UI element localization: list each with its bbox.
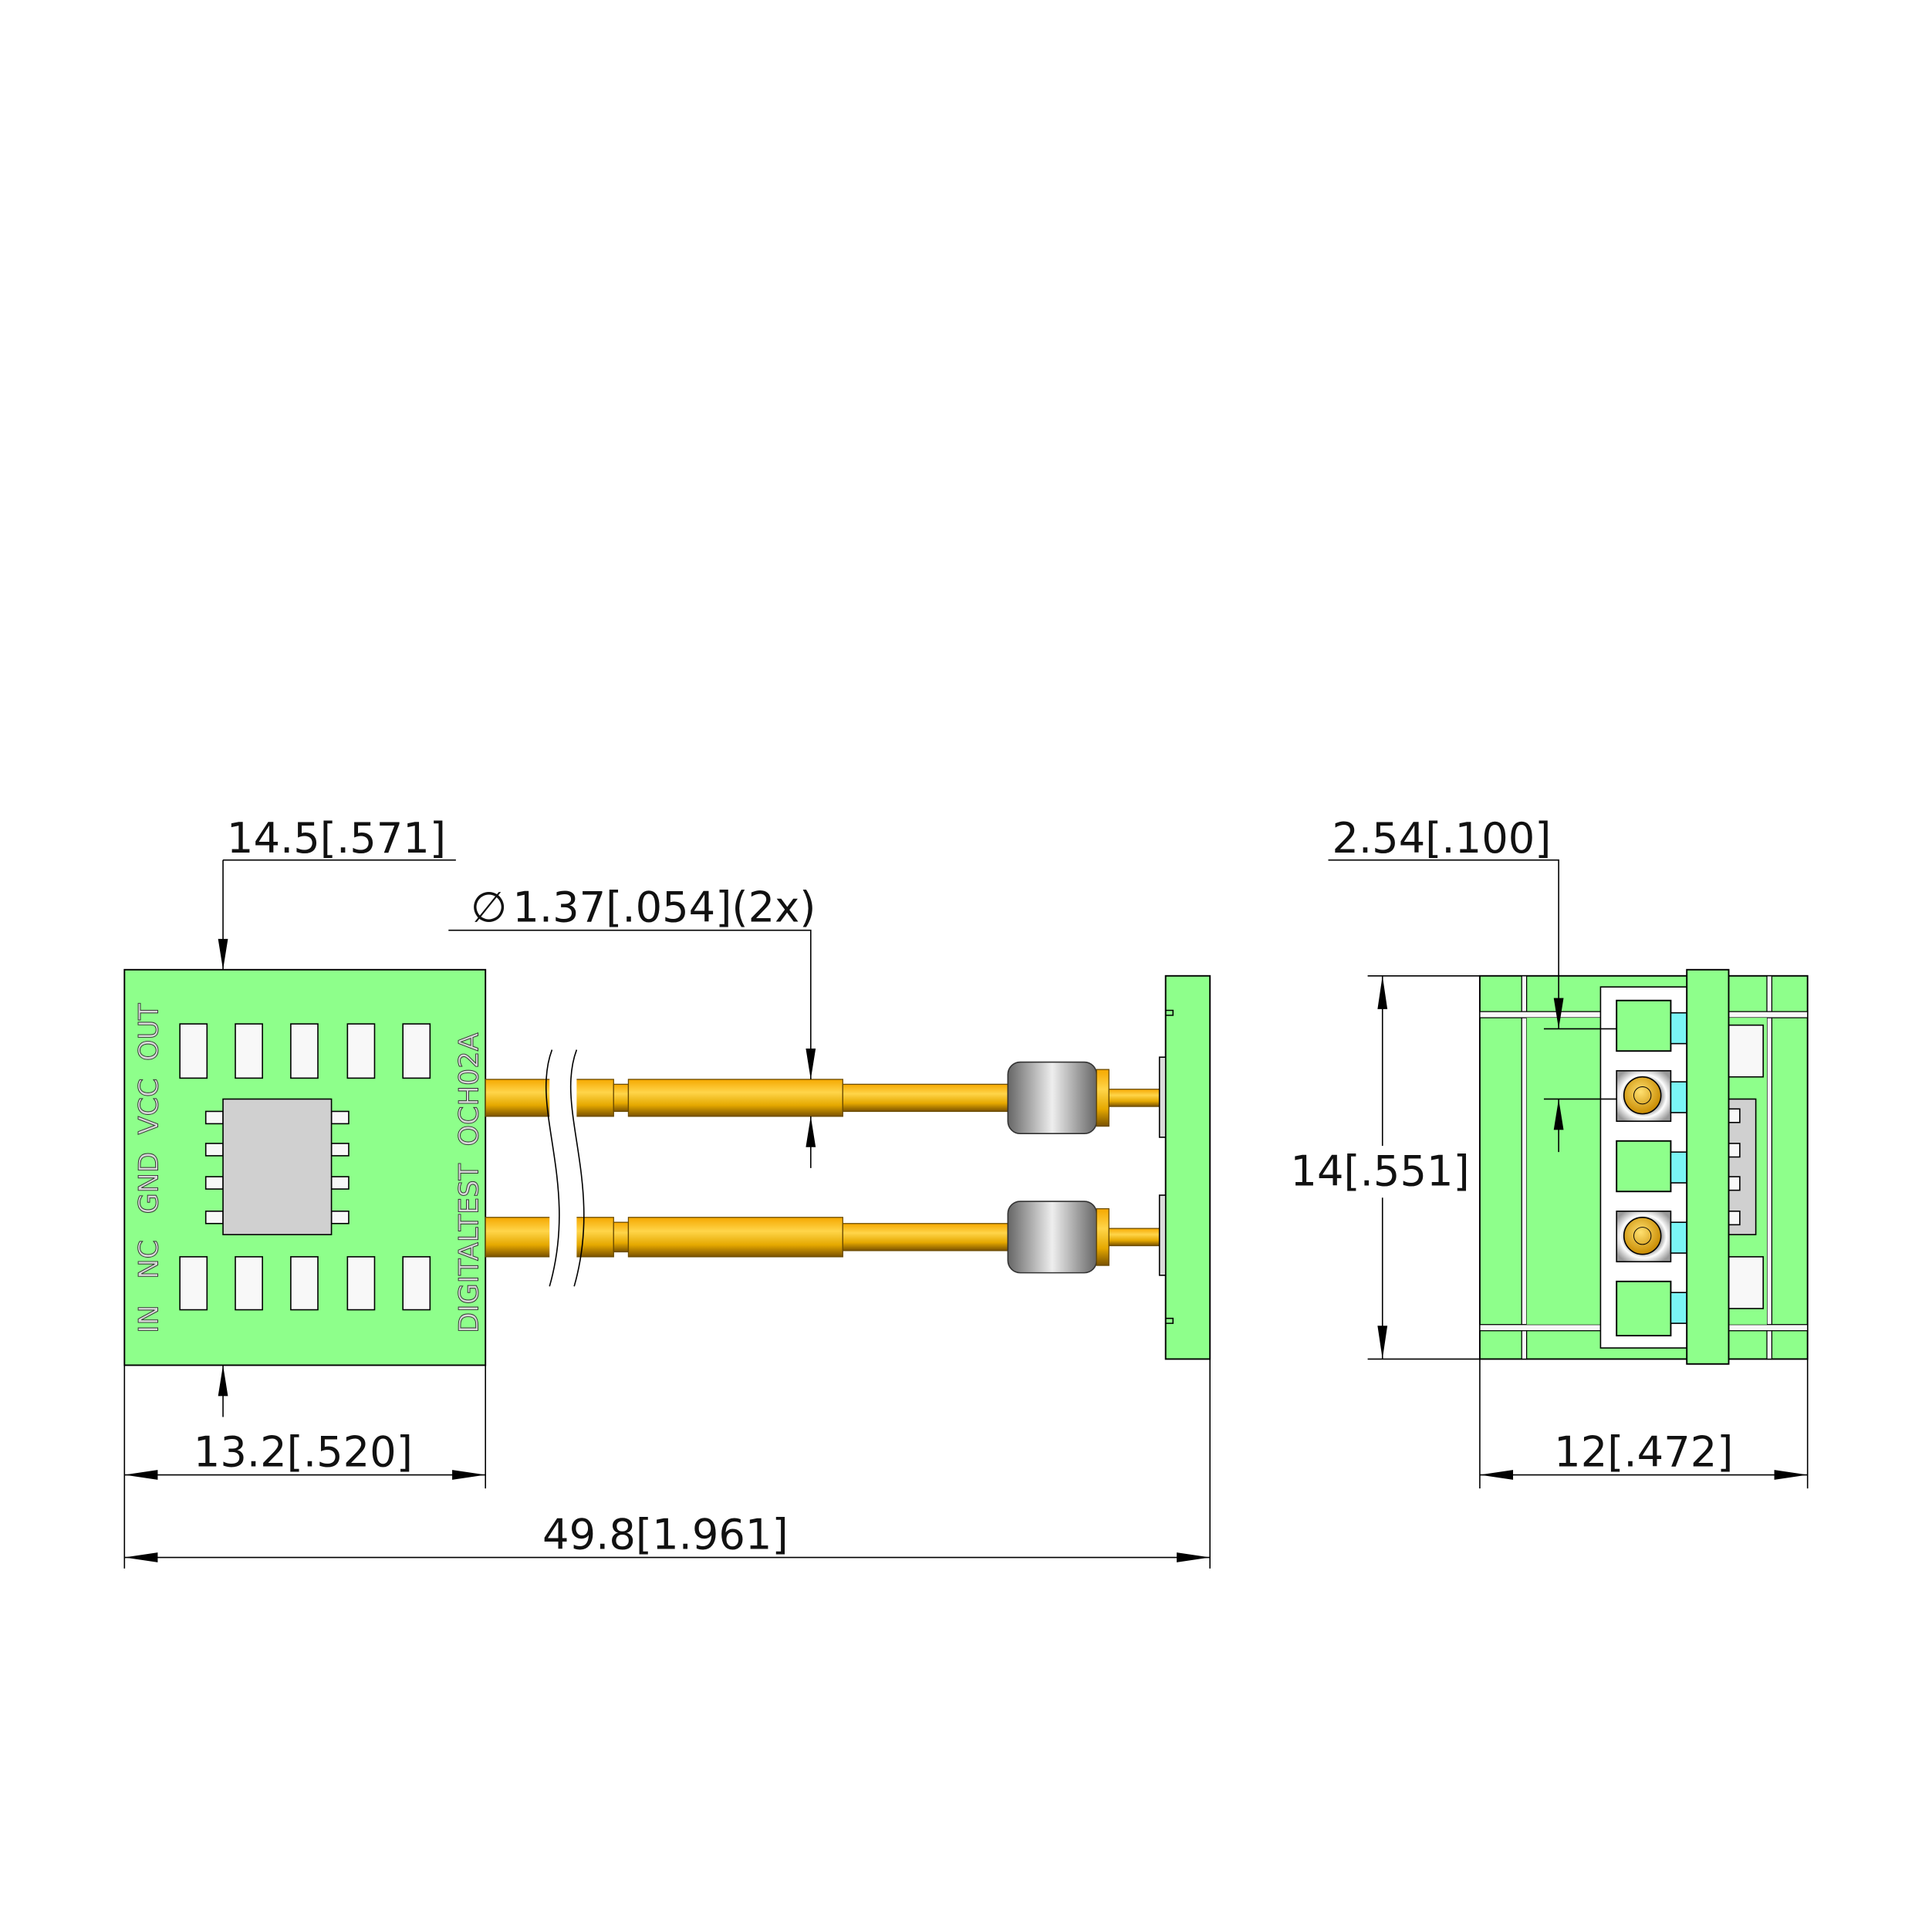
dim-top-width: 14.5[.571] [227,814,446,863]
dimension-labels: 14.5[.571] ∅ 1.37[.054](2x) 13.2[.520] 4… [194,814,1734,1559]
board-label: DIGITALTEST OCH02A [454,1032,485,1333]
break-symbol [545,1047,585,1288]
end-plate [1158,974,1211,1360]
dim-end-width: 12[.472] [1554,1427,1733,1476]
dim-board-width: 13.2[.520] [194,1427,413,1476]
dim-pin-diameter: 1.37[.054](2x) [512,883,816,932]
diameter-symbol: ∅ [471,883,507,932]
pogo-pin-lower [485,1201,1164,1274]
pogo-contact-1 [1616,1069,1672,1123]
top-pads [179,1023,431,1079]
adapter-end-view [1478,968,1809,1365]
dim-overall-length: 49.8[1.961] [542,1510,789,1559]
dim-pitch: 2.54[.100] [1332,814,1551,863]
bottom-pads [179,1256,431,1311]
dim-height: 14[.551] [1290,1147,1469,1195]
pin-labels: IN NC GND VCC OUT [133,1003,164,1333]
ic-chip [204,1098,350,1235]
pogo-pin-upper [485,1061,1164,1134]
pogo-pins [485,1047,1164,1288]
adapter-board-top-view: IN NC GND VCC OUT DIGITALTEST OCH02A [123,968,487,1366]
pogo-contact-2 [1616,1210,1672,1263]
dimension-lines [123,859,1809,1569]
